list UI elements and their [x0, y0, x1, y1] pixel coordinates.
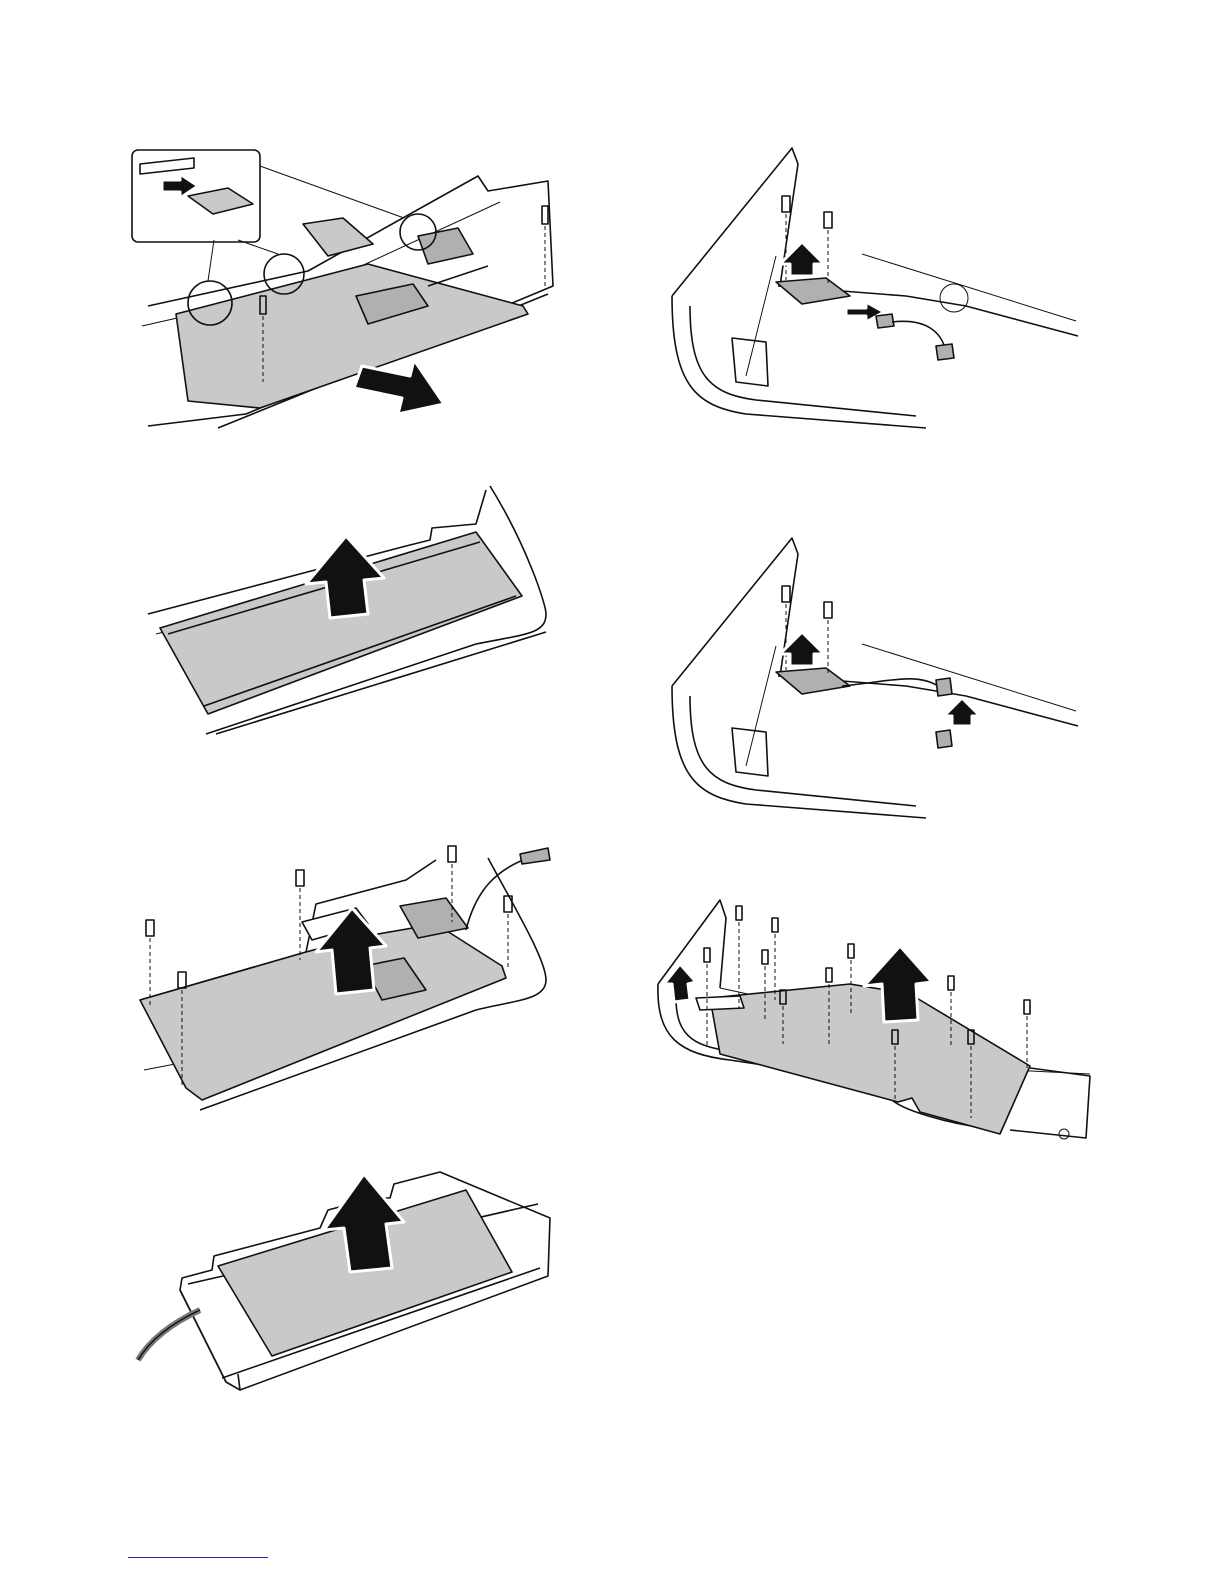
- pwb-board: [176, 264, 528, 408]
- panel-sheet-illustration: [130, 1164, 580, 1394]
- lift-arrow: [944, 698, 980, 726]
- sensor-board-screws-illustration: [666, 146, 1086, 431]
- figure-pwb-board-slide-out: [128, 146, 568, 436]
- bracket-screws-illustration: [136, 840, 556, 1115]
- control-board-screws-illustration: [650, 898, 1100, 1173]
- figure-bracket-screws-lift: [136, 840, 556, 1115]
- sensor-board: [776, 278, 850, 304]
- latch-detail-circle: [400, 214, 436, 250]
- footer-rule: [128, 1557, 268, 1558]
- shield-plate-illustration: [146, 484, 566, 744]
- figure-sensor-board-lift-and-harness: [666, 536, 1086, 821]
- slide-out-arrow: [354, 360, 444, 414]
- figure-control-board-screws-lift: [650, 898, 1100, 1173]
- pwb-board-slide-out-illustration: [128, 146, 568, 436]
- figure-shield-plate-lift: [146, 484, 566, 744]
- figure-sensor-board-screws-and-connector: [666, 146, 1086, 431]
- sensor-board-harness-illustration: [666, 536, 1086, 821]
- figure-panel-sheet-lift: [130, 1164, 580, 1394]
- sensor-board: [776, 668, 850, 694]
- control-board: [710, 984, 1030, 1134]
- lift-arrow: [780, 242, 824, 276]
- lift-arrow: [780, 632, 824, 666]
